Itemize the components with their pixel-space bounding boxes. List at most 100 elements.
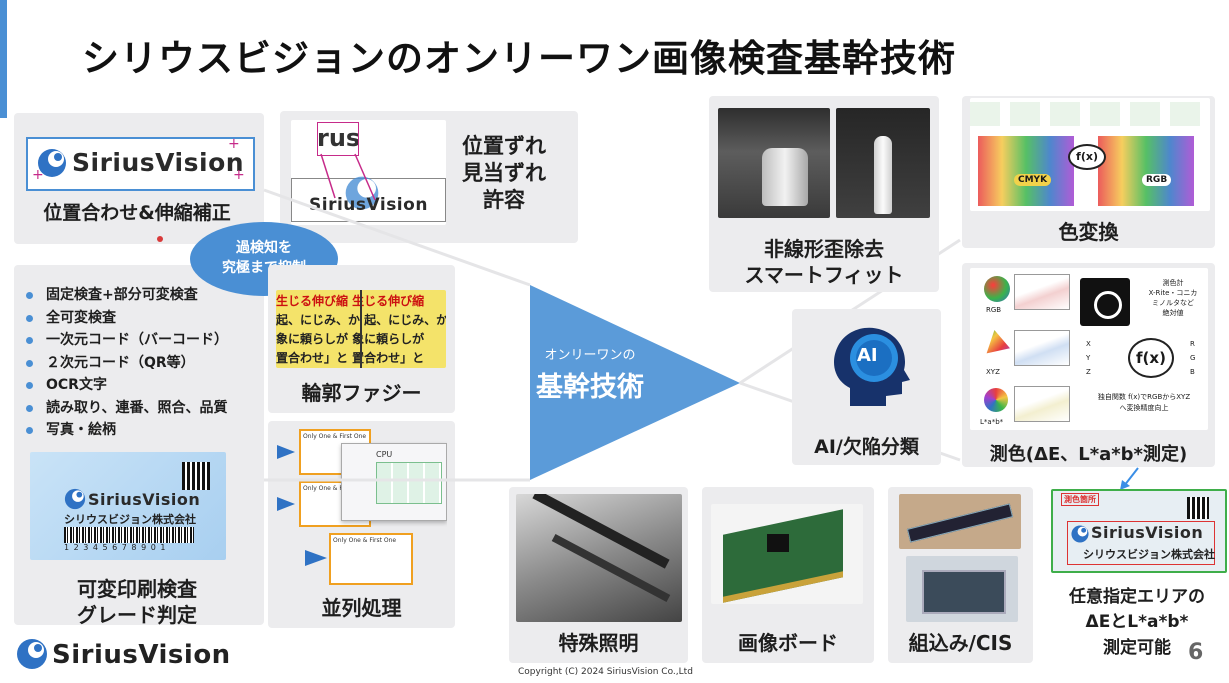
sirius-star-icon — [64, 488, 86, 510]
colorimetry-image: RGB XYZ L*a*b* 測色計 X-Rite・コニカ ミノルタなど 絶対値… — [970, 268, 1208, 430]
variable-print-label-line1: 可変印刷検査 — [77, 577, 197, 601]
pcb — [723, 509, 843, 603]
center-line1: オンリーワンの — [544, 348, 636, 363]
offset-sample-text: rus — [317, 124, 361, 152]
image-board-label: 画像ボード — [738, 631, 838, 655]
measure-tag: 測色箇所 — [1061, 493, 1099, 506]
inspection-list: 固定検査+部分可変検査 全可変検査 一次元コード（バーコード） ２次元コード（Q… — [26, 284, 228, 442]
colorimetry-label: 測色(ΔE、L*a*b*測定) — [989, 444, 1188, 465]
corner-marker-icon: + — [233, 167, 245, 183]
meter-text-4: 絶対値 — [1162, 309, 1184, 317]
ai-badge: AI — [857, 345, 878, 366]
measure-area-frame — [1067, 521, 1215, 565]
corner-marker-icon: + — [32, 167, 44, 183]
cmyk-label: CMYK — [1014, 174, 1052, 186]
vec-right: R — [1190, 340, 1195, 348]
special-light-photo — [516, 494, 682, 622]
misalignment-line3: 許容 — [483, 188, 525, 212]
sirius-star-icon — [1071, 525, 1089, 543]
qr-code — [182, 462, 210, 490]
spectrum-plot — [1014, 330, 1070, 366]
function-note-2: へ変換精度向上 — [1119, 404, 1169, 412]
parallel-processing-image: Only One & First One Only One & First On… — [275, 425, 447, 585]
fuzzy-divider — [360, 290, 362, 368]
color-conversion-image: f(x) CMYK RGB — [970, 98, 1210, 211]
fx-badge: f(x) — [1128, 338, 1174, 378]
meter-text-3: ミノルタなど — [1152, 299, 1194, 307]
lab-text: L*a*b* — [980, 418, 1004, 426]
panel-inspection-list — [14, 265, 264, 625]
doc-thumb — [329, 533, 413, 585]
fuzzy-row: 生じる伸び縮 生じる伸び縮 — [276, 294, 425, 308]
logo-text: SiriusVision — [72, 148, 245, 177]
fuzzy-row: 置合わせ」と 置合わせ」と — [276, 351, 425, 365]
bubble-line1: 過検知を — [236, 240, 292, 256]
list-item: OCR文字 — [26, 374, 228, 397]
image-board-photo — [711, 504, 863, 604]
sirius-logo-icon — [17, 639, 47, 669]
misalignment-line1: 位置ずれ — [462, 134, 546, 158]
barcode — [64, 527, 194, 543]
vec-left: Y — [1086, 354, 1091, 362]
area-measure-line1: 任意指定エリアの — [1069, 587, 1205, 607]
vec-left: X — [1086, 340, 1091, 348]
accent-bar — [0, 0, 7, 118]
logo-text: SiriusVision — [88, 490, 201, 509]
list-item: 一次元コード（バーコード） — [26, 329, 228, 352]
embedded-label: 組込み/CIS — [908, 631, 1013, 655]
footer-logo-text: SiriusVision — [52, 640, 231, 670]
corner-marker-icon: + — [228, 136, 240, 152]
ai-brain-head-icon — [834, 327, 910, 406]
slide-title: シリウスビジョンのオンリーワン画像検査基幹技術 — [82, 37, 956, 80]
position-correction-label: 位置合わせ&伸縮補正 — [43, 202, 231, 224]
misalignment-image: rus SiriusVision — [291, 120, 446, 225]
ai-label: AI/欠陥分類 — [814, 436, 919, 458]
vec-right: B — [1190, 368, 1195, 376]
doc-text: Only One & First One — [303, 433, 367, 440]
sample-label-card: SiriusVision シリウスビジョン株式会社 1 2 3 4 5 6 7 … — [30, 452, 226, 560]
fuzzy-row: 象に頼らしが 象に頼らしが — [276, 332, 425, 346]
center-line2: 基幹技術 — [536, 372, 644, 403]
arrow-down-icon — [1120, 467, 1139, 490]
meter-device — [1080, 278, 1130, 326]
bottle-object — [874, 136, 892, 214]
rail — [551, 533, 671, 603]
rgb-label: RGB — [1142, 174, 1172, 186]
rgb-circles-icon — [984, 276, 1010, 302]
cmyk-swatch — [978, 136, 1074, 206]
area-measure-image: 測色箇所 SiriusVision シリウスビジョン株式会社 — [1051, 489, 1227, 573]
nonlinear-line1: 非線形歪除去 — [764, 237, 884, 261]
fx-badge: f(x) — [1068, 144, 1106, 170]
rgb-swatch — [1098, 136, 1194, 206]
company-name: シリウスビジョン株式会社 — [64, 513, 196, 526]
logo-frame: SiriusVision + + + — [26, 136, 255, 191]
cis-sensor-photo — [899, 494, 1021, 549]
copyright: Copyright (C) 2024 SiriusVision Co.,Ltd — [518, 667, 693, 677]
list-item: 全可変検査 — [26, 307, 228, 330]
list-item: 写真・絵柄 — [26, 419, 228, 442]
sirius-star-icon — [38, 149, 66, 177]
spectrum-plot — [1014, 386, 1070, 422]
arrow-right-icon — [305, 550, 327, 566]
cpu-label: CPU — [376, 450, 393, 459]
list-item: 固定検査+部分可変検査 — [26, 284, 228, 307]
contour-fuzzy-label: 輪郭ファジー — [301, 381, 422, 405]
parallel-label: 並列処理 — [321, 596, 402, 620]
color-conversion-label: 色変換 — [1058, 220, 1119, 244]
arrow-right-icon — [277, 445, 295, 459]
fuzzy-sample-image: 生じる伸び縮 生じる伸び縮 起、にじみ、か 起、にじみ、か 象に頼らしが 象に頼… — [276, 290, 446, 368]
smartfit-photo-right — [836, 108, 930, 218]
misalignment-line2: 見当ずれ — [462, 161, 546, 185]
doc-text: Only One & First One — [333, 537, 397, 544]
area-measure-line3: 測定可能 — [1103, 638, 1171, 658]
spectrum-plot — [1014, 274, 1070, 310]
chip — [767, 534, 789, 552]
doc-text: Only One & First One — [303, 485, 367, 492]
xyz-text: XYZ — [986, 368, 1000, 376]
red-dot — [157, 236, 163, 242]
lab-sphere-icon — [984, 388, 1008, 412]
vec-left: Z — [1086, 368, 1091, 376]
area-measure-line2: ΔEとL*a*b* — [1085, 612, 1189, 632]
alignment-lines — [320, 153, 376, 201]
logo-text: SiriusVision — [1091, 523, 1204, 542]
